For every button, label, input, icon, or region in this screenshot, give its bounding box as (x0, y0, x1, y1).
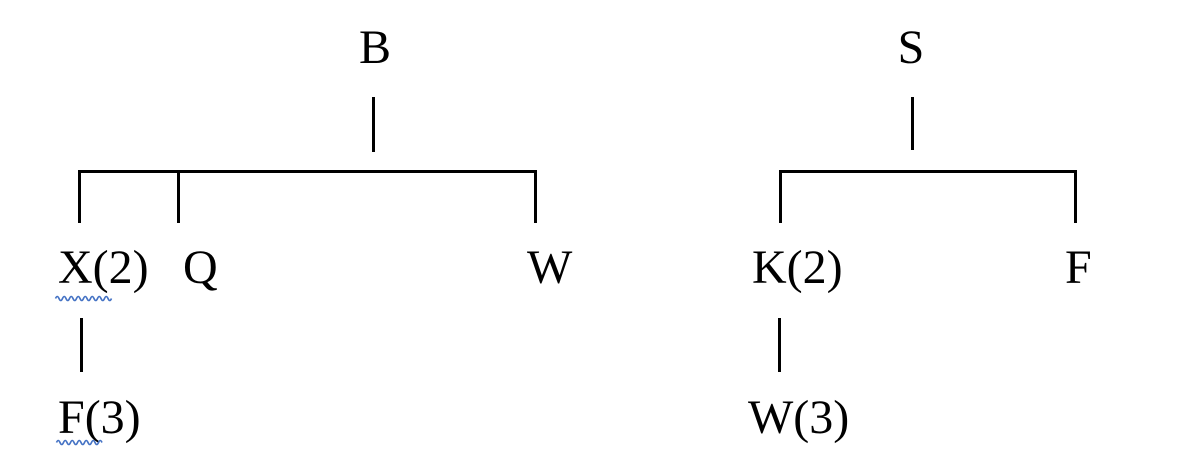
left-child-label-x2: X(2) (58, 241, 149, 294)
right-child-label-f: F (1065, 241, 1092, 294)
grammar-squiggle-x2 (54, 295, 113, 302)
left-connector-x-to-f-line (80, 318, 83, 372)
left-grandchild-label-f3: F(3) (58, 391, 141, 444)
right-child-label-k2: K(2) (752, 241, 843, 294)
left-root-stub-line (372, 97, 375, 152)
right-grandchild-label-w3: W(3) (748, 391, 850, 444)
left-tree-root-label: B (358, 21, 392, 74)
right-crossbar-line (779, 170, 1077, 173)
left-child-label-q: Q (183, 241, 218, 294)
left-drop-line-3 (534, 170, 537, 223)
right-drop-line-1 (779, 170, 782, 223)
left-child-label-w: W (527, 241, 573, 294)
right-drop-line-2 (1074, 170, 1077, 223)
left-drop-line-1 (78, 170, 81, 223)
left-drop-line-2 (177, 170, 180, 223)
right-tree-root-label: S (897, 21, 925, 74)
right-connector-k-to-w-line (778, 318, 781, 372)
grammar-squiggle-f3 (55, 439, 103, 446)
left-crossbar-line (78, 170, 537, 173)
right-root-stub-line (911, 97, 914, 150)
